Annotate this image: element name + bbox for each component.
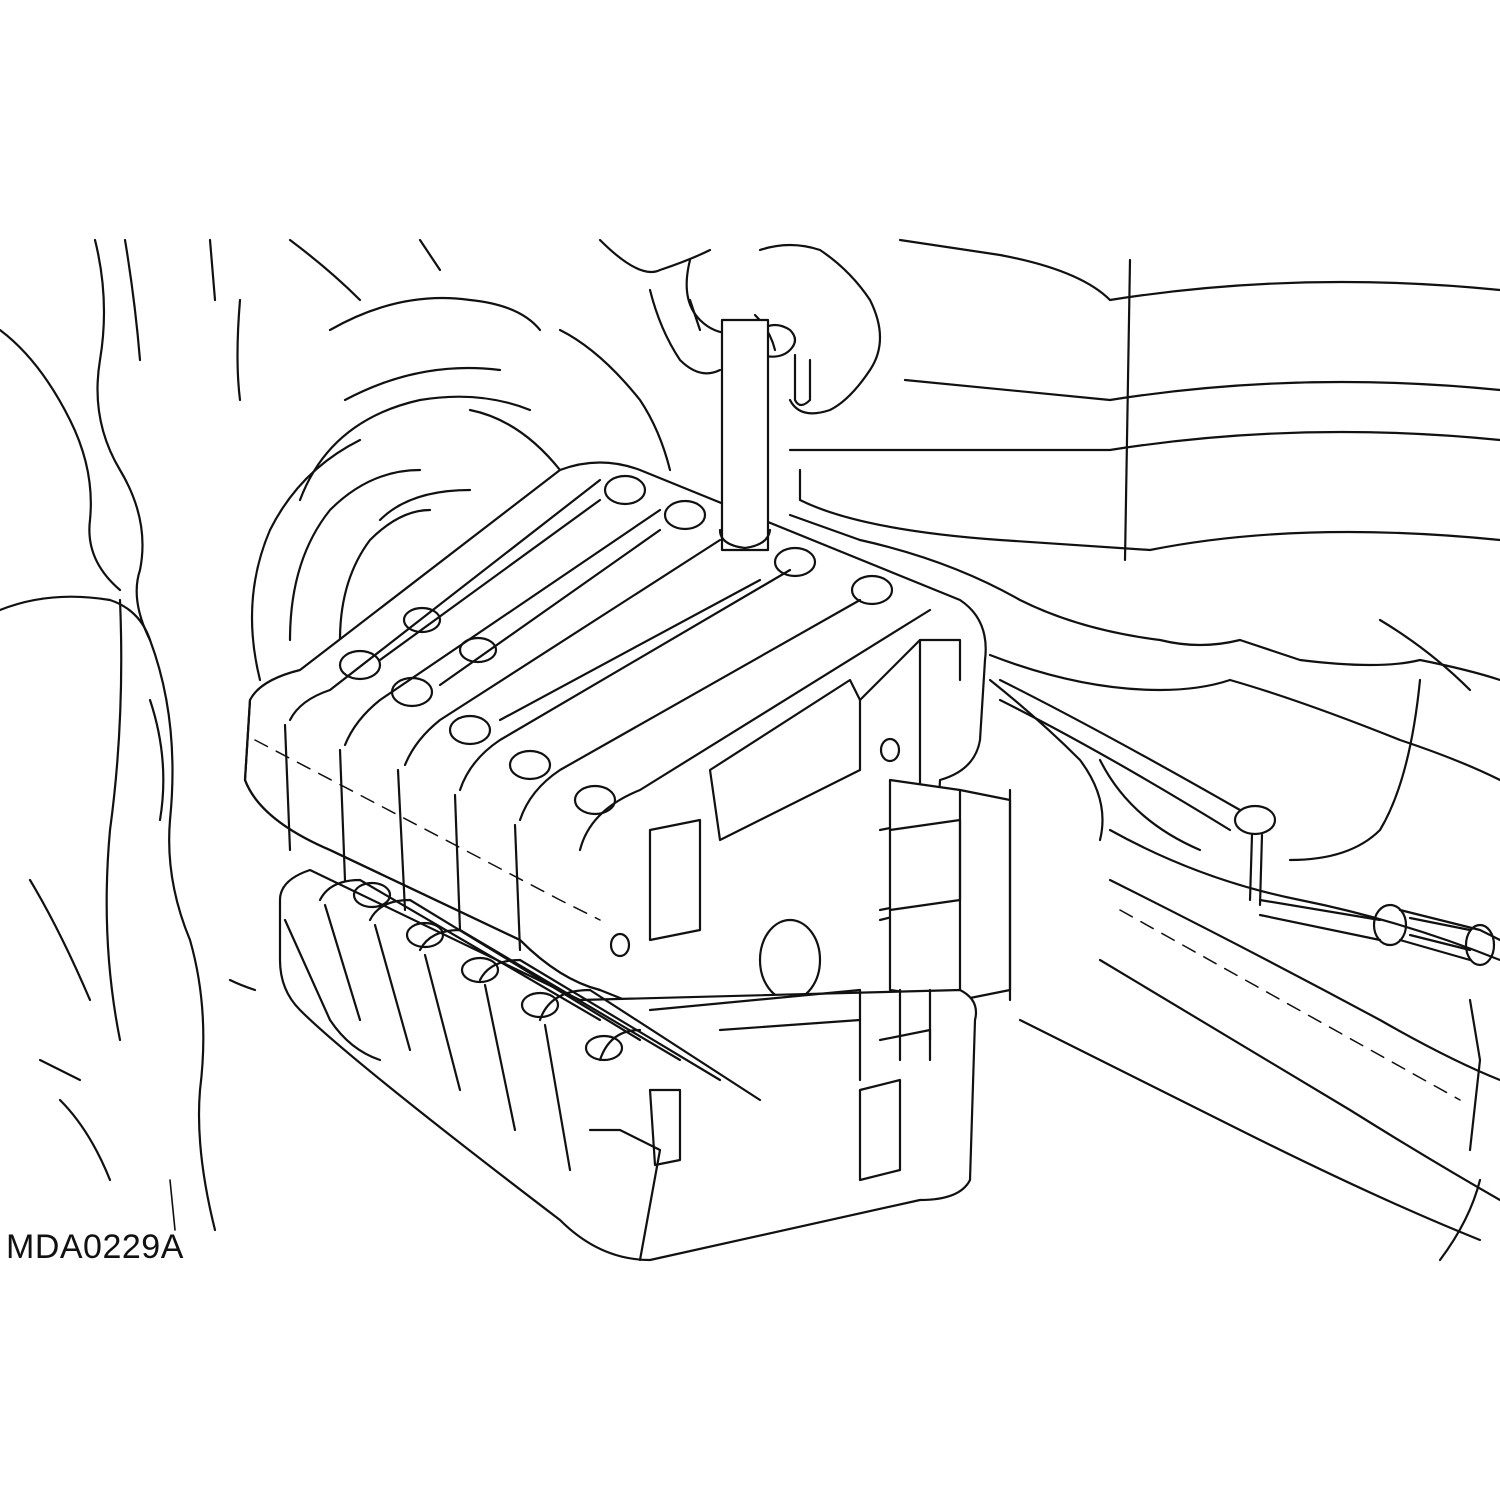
mount-bracket <box>888 778 1012 1002</box>
linkage-rod <box>998 678 1500 967</box>
figure-code: MDA0229A <box>6 1228 184 1266</box>
operator-arm <box>288 238 881 415</box>
tractor-body <box>788 238 1500 562</box>
operator-figure <box>0 238 257 1232</box>
wheel-fender <box>250 296 672 682</box>
front-plate <box>648 988 932 1082</box>
tractor-frame <box>858 538 1500 1262</box>
locking-pin <box>718 318 772 552</box>
upper-weight-stack <box>243 461 987 1012</box>
lower-weight-stack <box>278 868 978 1262</box>
